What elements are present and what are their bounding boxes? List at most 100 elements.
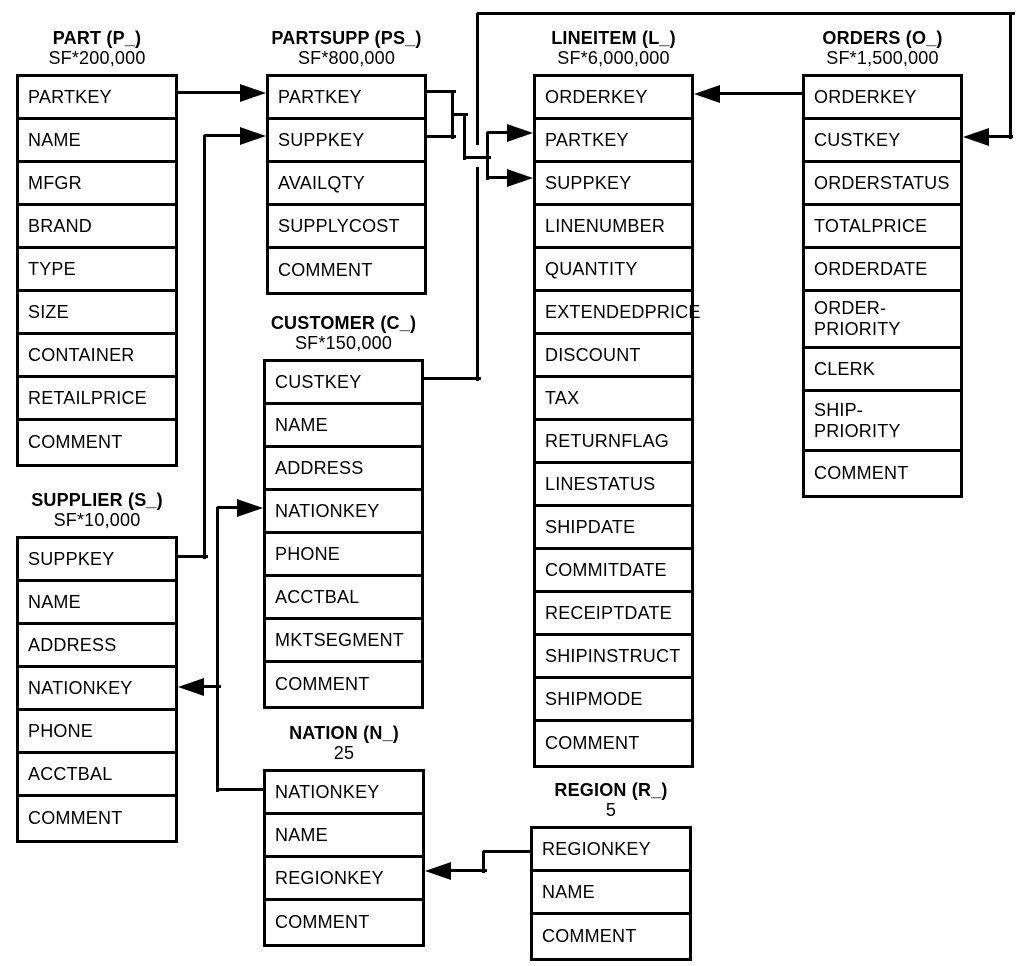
table-title-customer: CUSTOMER (C_) [270,313,417,333]
arrowhead-icon-part-partsupp [240,84,266,102]
relationship-line-nation-customer [216,507,219,792]
column-lineitem-receiptdate: RECEIPTDATE [536,593,691,636]
table-title-lineitem: LINEITEM (L_) [551,28,676,48]
column-label: COMMENT [542,926,637,946]
relationship-line-customer-orders [477,12,1015,15]
column-orders-totalprice: TOTALPRICE [805,206,960,249]
column-supplier-comment: COMMENT [19,797,175,840]
column-label: DISCOUNT [545,344,641,365]
column-partsupp-suppkey: SUPPKEY [269,120,424,163]
column-label: PHONE [28,720,94,741]
column-orders-ship-priority: SHIP-PRIORITY [805,392,960,452]
column-label: MFGR [28,172,82,193]
column-label: COMMENT [28,432,123,452]
column-customer-nationkey: NATIONKEY [266,491,421,534]
relationship-line-supplier-partsupp [177,555,208,558]
column-label: RETAILPRICE [28,387,147,408]
relationship-line-region-nation [450,869,487,872]
column-supplier-acctbal: ACCTBAL [19,754,175,797]
arrowhead-icon-supplier-partsupp [240,127,266,145]
column-nation-comment: COMMENT [266,901,422,944]
column-orders-comment: COMMENT [805,452,960,495]
table-header-region: REGION (R_)5 [500,780,722,820]
column-label: ORDERSTATUS [814,172,950,193]
column-label: SUPPKEY [278,129,365,150]
relationship-line-partsupp-lineitem-partkey [487,131,513,134]
relationship-line-customer-orders [1009,13,1012,139]
table-header-partsupp: PARTSUPP (PS_)SF*800,000 [236,28,457,68]
arrowhead-icon-partsupp-lineitem-suppkey [507,169,533,187]
column-nation-name: NAME [266,815,422,858]
table-header-part: PART (P_)SF*200,000 [0,28,208,68]
column-label: CUSTKEY [275,371,362,392]
table-title-partsupp: PARTSUPP (PS_) [271,28,422,48]
column-label: NATIONKEY [275,781,380,802]
column-part-partkey: PARTKEY [19,77,175,120]
table-header-customer: CUSTOMER (C_)SF*150,000 [233,313,454,353]
column-lineitem-quantity: QUANTITY [536,249,691,292]
table-header-nation: NATION (N_)25 [233,723,455,763]
relationship-line-customer-orders [423,377,481,380]
column-label: REGIONKEY [542,838,651,859]
column-partsupp-availqty: AVAILQTY [269,163,424,206]
arrowhead-icon-orders-lineitem [694,85,720,103]
relationship-line-part-partsupp [177,91,246,94]
table-cardinality-lineitem: SF*6,000,000 [557,48,670,68]
column-label: SIZE [28,301,69,322]
column-supplier-name: NAME [19,582,175,625]
column-customer-mktsegment: MKTSEGMENT [266,620,421,663]
column-label: COMMENT [275,674,370,694]
column-supplier-address: ADDRESS [19,625,175,668]
column-lineitem-discount: DISCOUNT [536,335,691,378]
column-label: CONTAINER [28,344,135,365]
relationship-line-customer-orders [476,167,479,381]
table-cardinality-customer: SF*150,000 [294,333,393,353]
column-lineitem-tax: TAX [536,378,691,421]
column-label: LINENUMBER [545,215,666,236]
column-label: NATIONKEY [275,500,380,521]
relationship-line-partsupp-lineitem-partkey [464,156,491,159]
table-header-lineitem: LINEITEM (L_)SF*6,000,000 [503,28,724,68]
column-label: PARTKEY [545,129,629,150]
table-cardinality-region: 5 [605,800,617,820]
column-part-mfgr: MFGR [19,163,175,206]
column-label: LINESTATUS [545,473,656,494]
table-title-nation: NATION (N_) [289,723,399,743]
column-lineitem-orderkey: ORDERKEY [536,77,691,120]
relationship-line-region-nation [482,851,485,873]
table-cardinality-part: SF*200,000 [48,48,146,68]
column-label: ADDRESS [275,457,364,478]
column-part-brand: BRAND [19,206,175,249]
column-label: NAME [275,414,328,435]
column-supplier-suppkey: SUPPKEY [19,539,175,582]
column-label: QUANTITY [545,258,638,279]
column-label: COMMENT [28,808,123,828]
column-orders-order-priority: ORDER-PRIORITY [805,292,960,349]
column-customer-acctbal: ACCTBAL [266,577,421,620]
column-label: COMMENT [278,260,373,280]
column-lineitem-extendedprice: EXTENDEDPRICE [536,292,700,335]
column-label: ADDRESS [28,634,117,655]
column-label: SUPPKEY [545,172,632,193]
column-part-type: TYPE [19,249,175,292]
relationship-line-orders-lineitem [715,92,804,95]
column-label: TAX [545,387,580,408]
relationship-line-nation-supplier [201,685,221,688]
relationship-line-customer-orders [985,135,1013,138]
table-title-region: REGION (R_) [554,780,668,800]
column-partsupp-comment: COMMENT [269,249,424,292]
column-lineitem-returnflag: RETURNFLAG [536,421,691,464]
column-label: NAME [28,591,81,612]
column-label: SHIPMODE [545,688,643,709]
relationship-line-region-nation [483,850,532,853]
arrowhead-icon-customer-orders [963,128,989,146]
column-label: PARTKEY [278,86,362,107]
column-nation-nationkey: NATIONKEY [266,772,422,815]
